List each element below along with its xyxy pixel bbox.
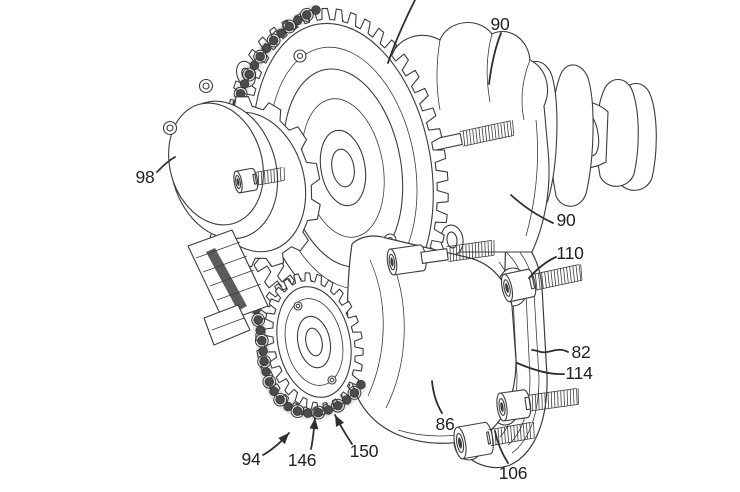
leader-line: [531, 348, 569, 354]
reference-numeral: 110: [556, 243, 584, 263]
bolts: [386, 239, 583, 460]
housing-front-panel: [346, 235, 517, 444]
leader-line: [516, 362, 565, 375]
reference-numeral: 90: [490, 14, 510, 34]
reference-numeral: 86: [435, 414, 454, 434]
leader-line: [156, 156, 176, 173]
socket-head-bolt: [386, 239, 495, 276]
leader-lines: [156, 0, 569, 464]
reference-numeral: 98: [135, 167, 154, 187]
small-sprocket: [255, 272, 364, 417]
arrowhead: [309, 418, 319, 430]
connector: [187, 229, 269, 346]
actuator: [162, 78, 321, 268]
socket-head-bolt: [233, 167, 285, 194]
reference-numeral: 146: [288, 450, 317, 470]
socket-head-bolt: [453, 421, 535, 460]
reference-numeral: 106: [499, 463, 528, 483]
reference-numeral: 150: [350, 441, 379, 461]
arrowhead: [335, 415, 345, 427]
leader-line: [494, 430, 509, 464]
leader-line: [510, 194, 554, 224]
reference-numeral: 94: [241, 449, 261, 469]
leader-line: [528, 256, 557, 279]
leader-line: [488, 32, 502, 85]
actuator-stud: [233, 167, 285, 194]
reference-numeral: 90: [556, 210, 576, 230]
reference-numeral: 114: [565, 363, 593, 383]
reference-numeral: 82: [571, 342, 590, 362]
leader-line: [431, 380, 443, 414]
socket-head-bolt: [496, 388, 579, 422]
arrowhead: [278, 433, 289, 445]
leader-line: [387, 0, 416, 64]
socket-head-bolt: [500, 264, 583, 303]
